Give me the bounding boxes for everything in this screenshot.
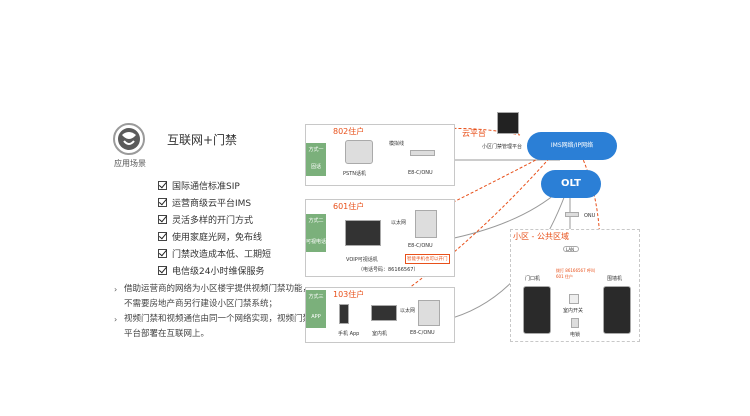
lock-icon bbox=[571, 318, 579, 328]
checkbox-icon bbox=[158, 215, 167, 224]
door-intercom-icon bbox=[523, 286, 551, 334]
onu-icon bbox=[418, 300, 440, 326]
onu-icon bbox=[565, 212, 579, 217]
scheme-tab: 方式三 APP bbox=[306, 290, 326, 328]
scheme-tab: 方式一 固话 bbox=[306, 143, 326, 176]
cloud-platform-label: 云平台 bbox=[462, 129, 486, 138]
chevron-right-icon: › bbox=[114, 285, 118, 294]
room-label: 103住户 bbox=[333, 290, 365, 299]
indoor-unit-icon bbox=[371, 305, 397, 321]
scheme-tab: 方式二 可视电话 bbox=[306, 214, 326, 252]
switch-icon bbox=[569, 294, 579, 304]
device-label: 室内开关 bbox=[563, 308, 584, 314]
server-icon bbox=[497, 112, 519, 134]
room-label: 802住户 bbox=[333, 127, 365, 136]
checkbox-icon bbox=[158, 198, 167, 207]
line-label: 模拟线 bbox=[389, 141, 405, 147]
feature-item: 灵活多样的开门方式 bbox=[158, 213, 253, 226]
lan-switch-icon bbox=[563, 246, 579, 252]
page-subtitle: 应用场景 bbox=[114, 159, 146, 168]
logo-icon bbox=[113, 123, 145, 155]
line-label: 以太网 bbox=[391, 220, 407, 226]
description-paragraph: ›借助运营商的网络为小区楼宇提供视频门禁功能，不需要房地产商另行建设小区门禁系统… bbox=[114, 284, 312, 309]
feature-item: 门禁改造成本低、工期短 bbox=[158, 247, 271, 260]
wall-intercom-icon bbox=[603, 286, 631, 334]
onu-icon bbox=[415, 210, 437, 238]
feature-item: 使用家庭光网，免布线 bbox=[158, 230, 262, 243]
onu-label: ONU bbox=[584, 213, 596, 219]
onu-icon bbox=[410, 150, 435, 156]
feature-item: 运营商级云平台IMS bbox=[158, 196, 251, 209]
chevron-right-icon: › bbox=[114, 315, 118, 324]
mobile-icon bbox=[339, 304, 349, 324]
checkbox-icon bbox=[158, 266, 167, 275]
public-area-label: 小区 - 公共区域 bbox=[513, 232, 569, 241]
door-note: 拨打 86166567 呼叫 601 住户 bbox=[556, 268, 595, 279]
video-phone-icon bbox=[345, 220, 381, 246]
device-label: 电锁 bbox=[570, 332, 581, 338]
feature-item: 国际通信标准SIP bbox=[158, 179, 240, 192]
feature-item: 电信级24小时维保服务 bbox=[158, 264, 264, 277]
device-label: 围墙机 bbox=[607, 276, 623, 282]
note-label: 智能手机也可以开门 bbox=[405, 254, 450, 264]
checkbox-icon bbox=[158, 249, 167, 258]
device-label: E8-C/ONU bbox=[408, 170, 433, 176]
room-label: 601住户 bbox=[333, 202, 365, 211]
number-label: （电话号码：86166567） bbox=[358, 267, 419, 273]
device-label: 门口机 bbox=[525, 276, 541, 282]
device-label: E8-C/ONU bbox=[410, 330, 435, 336]
checkbox-icon bbox=[158, 181, 167, 190]
device-label: PSTN话机 bbox=[343, 171, 366, 177]
olt-cloud: OLT bbox=[541, 170, 601, 198]
device-label: E8-C/ONU bbox=[408, 243, 433, 249]
ims-cloud: IMS网络/IP网络 bbox=[527, 132, 617, 160]
description-paragraph: ›视频门禁和视频通信由同一个网络实现，视频门禁平台部署在互联网上。 bbox=[114, 314, 312, 339]
lan-label: LAN bbox=[566, 247, 575, 252]
checkbox-icon bbox=[158, 232, 167, 241]
page-title: 互联网+门禁 bbox=[167, 133, 238, 147]
phone-icon bbox=[345, 140, 373, 164]
device-label: 室内机 bbox=[372, 331, 388, 337]
device-label: 手机 App bbox=[338, 331, 360, 337]
mgmt-platform-label: 小区门禁管理平台 bbox=[482, 144, 523, 150]
line-label: 以太网 bbox=[400, 308, 416, 314]
device-label: VOIP可视话机 bbox=[346, 257, 378, 263]
